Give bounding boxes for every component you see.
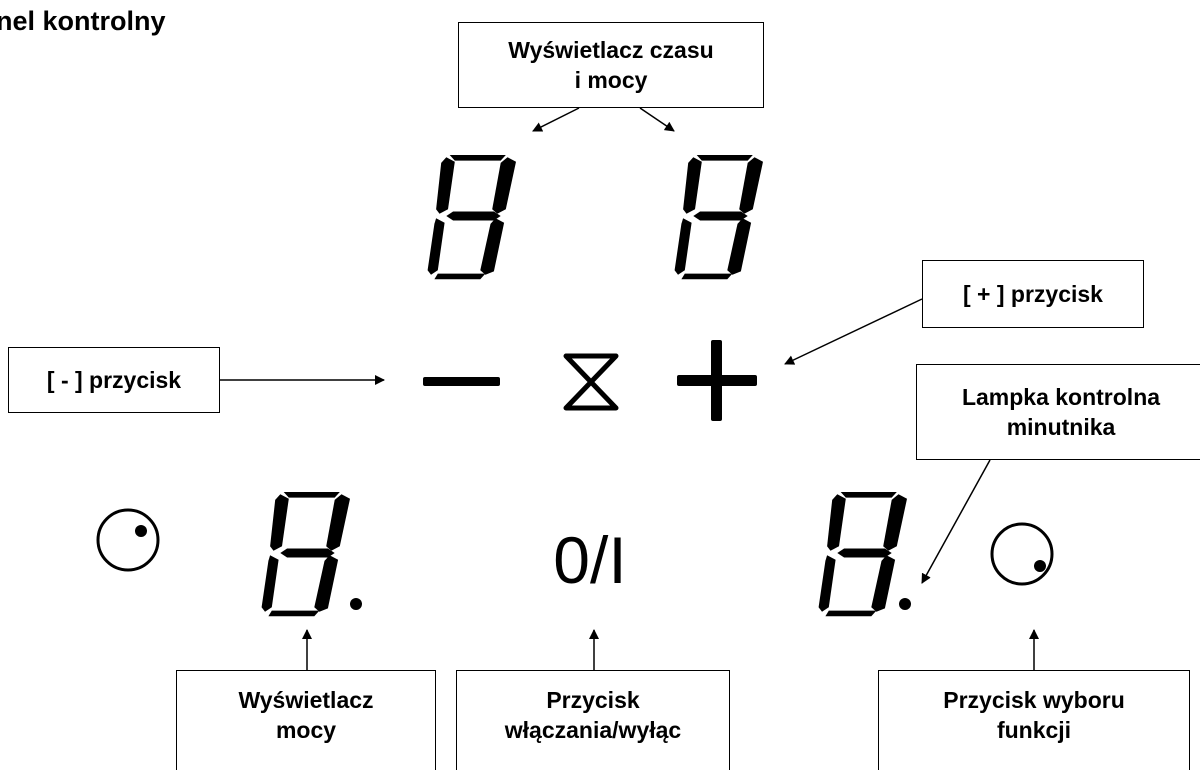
timer-indicator-lamp-label: Lampka kontrolna minutnika — [916, 364, 1200, 460]
time-power-display-label-line-1: Wyświetlacz czasu — [508, 37, 714, 63]
function-select-button-label-line-1: Przycisk wyboru — [943, 687, 1125, 713]
plus-button-label: [ + ] przycisk — [922, 260, 1144, 328]
power-display-label-line-1: Wyświetlacz — [238, 687, 374, 713]
timer-indicator-lamp-label-line-1: Lampka kontrolna — [961, 384, 1161, 410]
power-display-label: Wyświetlacz mocy — [176, 670, 436, 770]
on-off-button-label-line-1: Przycisk — [546, 687, 640, 713]
on-off-button-label: Przycisk włączania/wyłąc — [456, 670, 730, 770]
power-display-dot — [350, 598, 362, 610]
power-display-digit — [261, 492, 350, 617]
arrow-to-timer-lamp — [921, 459, 991, 584]
power-display-label-line-2: mocy — [275, 717, 337, 743]
function-select-button-label-line-2: funkcji — [996, 717, 1072, 743]
time-power-digit-right — [674, 155, 763, 280]
time-power-display-label-line-2: i mocy — [574, 67, 648, 93]
left-circle-button[interactable] — [96, 508, 160, 572]
minus-button[interactable] — [423, 377, 500, 386]
plus-button-label-text: [ + ] przycisk — [963, 281, 1103, 307]
plus-button[interactable] — [677, 340, 757, 421]
time-power-display-label: Wyświetlacz czasu i mocy — [458, 22, 764, 108]
hourglass-icon[interactable] — [563, 353, 619, 411]
timer-indicator-lamp-dot — [899, 598, 911, 610]
minus-button-label-text: [ - ] przycisk — [46, 367, 182, 393]
time-power-digit-left — [427, 155, 516, 280]
on-off-button-label-line-2: włączania/wyłąc — [504, 717, 682, 743]
page-title: nel kontrolny — [0, 6, 166, 36]
minus-button-label: [ - ] przycisk — [8, 347, 220, 413]
arrow-to-plus-button — [784, 298, 923, 365]
right-power-digit — [818, 492, 907, 617]
timer-indicator-lamp-label-line-2: minutnika — [1006, 414, 1116, 440]
on-off-button[interactable]: 0/I — [553, 523, 627, 597]
arrow-to-left-time-digit — [532, 107, 580, 132]
arrow-to-right-time-digit — [639, 107, 675, 132]
function-select-button-label: Przycisk wyboru funkcji — [878, 670, 1190, 770]
function-select-button[interactable] — [990, 522, 1054, 586]
